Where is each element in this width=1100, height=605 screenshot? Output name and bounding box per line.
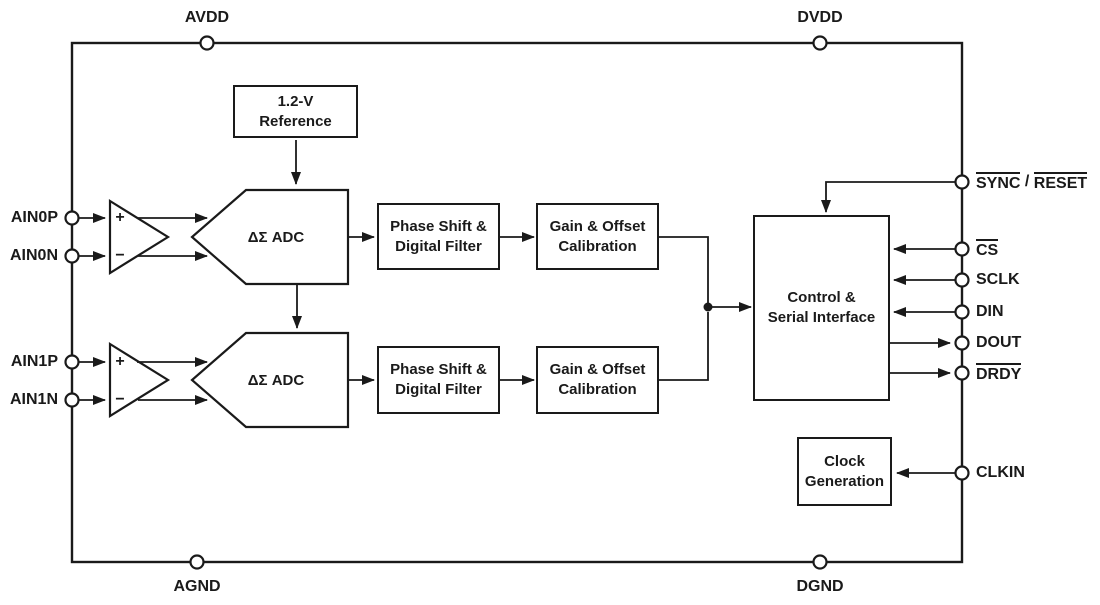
dvdd-label: DVDD [797,9,843,26]
pin-ain0p [64,210,80,226]
pin-sync-reset [954,174,970,190]
pin-cs [954,241,970,257]
sync-reset-separator: / [1020,173,1034,190]
gain2-block: Gain & Offset Calibration [536,346,659,414]
phase1-block: Phase Shift & Digital Filter [377,203,500,270]
agnd-label: AGND [173,578,221,595]
pin-ain0n [64,248,80,264]
pin-dgnd [812,554,828,570]
drdy-word: DRDY [976,363,1022,383]
din-word: DIN [976,303,1004,320]
clkin-word: CLKIN [976,464,1025,481]
avdd-label: AVDD [184,9,230,26]
ain0n-label: AIN0N [9,247,58,264]
control-block: Control & Serial Interface [753,215,890,401]
pin-agnd [189,554,205,570]
pin-clkin [954,465,970,481]
control-line2: Serial Interface [767,309,876,326]
phase2-line1: Phase Shift & [390,361,487,379]
clock-line1: Clock [824,452,865,470]
cs-word: CS [976,239,999,259]
sclk-word: SCLK [976,271,1020,288]
pin-drdy [954,365,970,381]
sync-word: SYNC [976,172,1021,192]
phase2-block: Phase Shift & Digital Filter [377,346,500,414]
pin-sclk [954,272,970,288]
pin-ain1n [64,392,80,408]
ain1n-label: AIN1N [9,391,58,408]
amp1-minus-label: − [115,247,125,264]
wire-gain2-to-junction [659,312,709,381]
din-label: DIN [976,300,1004,324]
reference-line1: 1.2-V [277,92,314,110]
dout-word: DOUT [976,334,1022,351]
sync-reset-label: SYNC / RESET [976,170,1088,194]
reference-line2: Reference [259,112,332,130]
drdy-label: DRDY [976,361,1022,385]
cs-label: CS [976,237,999,261]
chip-outline [70,41,964,564]
amp2-minus-label: − [115,391,125,408]
pin-avdd [199,35,215,51]
amp1-plus-label: + [115,209,125,226]
ain0p-label: AIN0P [10,209,58,226]
pin-ain1p [64,354,80,370]
pin-dout [954,335,970,351]
pin-din [954,304,970,320]
wire-sync-reset [821,181,955,213]
phase2-line2: Digital Filter [395,381,482,398]
gain2-line2: Calibration [558,381,637,398]
clock-block: Clock Generation [797,437,892,506]
gain2-line1: Gain & Offset [549,361,646,379]
sclk-label: SCLK [976,268,1020,292]
phase1-line1: Phase Shift & [390,217,487,235]
ain1p-label: AIN1P [10,353,58,370]
control-line1: Control & [787,289,856,307]
clkin-label: CLKIN [976,461,1025,485]
wire-gain1-to-junction [659,236,709,303]
reference-block: 1.2-V Reference [233,85,358,138]
amp2-plus-label: + [115,353,125,370]
gain1-line2: Calibration [558,237,637,255]
clock-line2: Generation [804,472,885,490]
adc2-label: ΔΣ ADC [247,371,305,389]
reset-word: RESET [1033,172,1088,192]
pin-dvdd [812,35,828,51]
phase1-line2: Digital Filter [395,237,482,255]
adc1-label: ΔΣ ADC [247,228,305,246]
dout-label: DOUT [976,331,1021,355]
gain1-line1: Gain & Offset [549,217,646,235]
amp1-triangle [108,199,171,275]
adc2-pentagon [190,331,350,429]
dgnd-label: DGND [796,578,844,595]
gain1-block: Gain & Offset Calibration [536,203,659,270]
